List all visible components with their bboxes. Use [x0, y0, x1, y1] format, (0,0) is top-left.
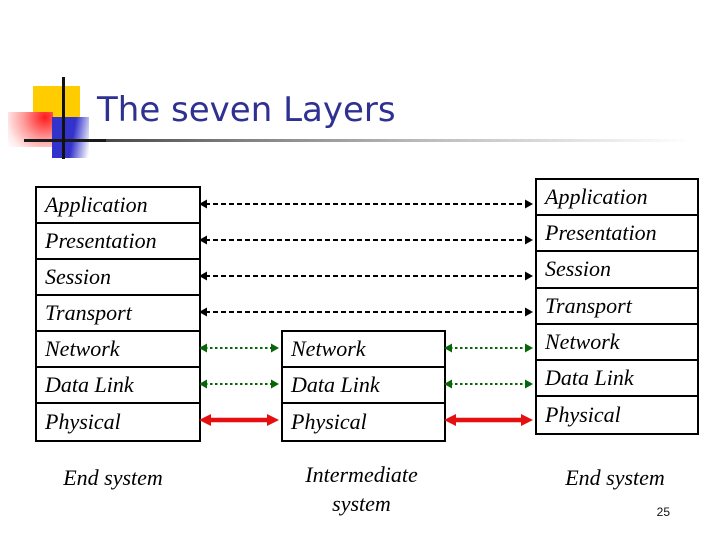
arrow-physical-left-to-middle — [199, 414, 279, 426]
arrow-network-middle-to-right — [444, 343, 533, 353]
layer-cell-right-application: Application — [537, 180, 697, 217]
layer-cell-right-data-link: Data Link — [537, 361, 697, 398]
page-number: 25 — [656, 505, 670, 519]
arrow-data-link-left-to-middle — [199, 379, 279, 389]
layer-cell-left-physical: Physical — [45, 409, 121, 434]
layer-cell-right-transport: Transport — [537, 289, 697, 325]
title-underline-rule — [33, 139, 693, 142]
slide-title: The seven Layers — [97, 90, 396, 130]
crosshair-horizontal-line — [24, 139, 106, 142]
arrow-network-left-to-middle — [199, 343, 279, 353]
layer-cell-left-transport: Transport — [37, 296, 199, 332]
layer-cell-left-application: Application — [37, 188, 199, 224]
layer-cell-middle-network: Network — [283, 332, 444, 368]
arrow-session-left-to-right — [199, 271, 533, 281]
arrow-physical-middle-to-right — [444, 414, 533, 426]
end-system-label-right: End system — [565, 465, 665, 490]
intermediate-system-label: Intermediate system — [305, 462, 418, 516]
accent-square-blue — [52, 117, 89, 158]
layer-cell-left-network: Network — [37, 332, 199, 368]
end-system-label-left: End system — [63, 465, 163, 490]
layer-cell-left-presentation: Presentation — [37, 224, 199, 260]
layer-cell-right-network: Network — [537, 325, 697, 361]
arrow-data-link-middle-to-right — [444, 379, 533, 389]
layer-cell-left-data-link: Data Link — [37, 368, 199, 404]
arrow-application-left-to-right — [199, 199, 533, 209]
layer-cell-left-session: Session — [37, 260, 199, 296]
layer-cell-middle-data-link: Data Link — [283, 368, 444, 404]
layer-cell-right-session: Session — [537, 252, 697, 289]
layer-cell-right-presentation: Presentation — [537, 216, 697, 253]
arrow-transport-left-to-right — [199, 307, 533, 317]
arrow-presentation-left-to-right — [199, 235, 533, 245]
crosshair-vertical-line — [62, 77, 65, 159]
layer-cell-right-physical: Physical — [545, 402, 621, 428]
layer-cell-middle-physical: Physical — [291, 409, 367, 434]
